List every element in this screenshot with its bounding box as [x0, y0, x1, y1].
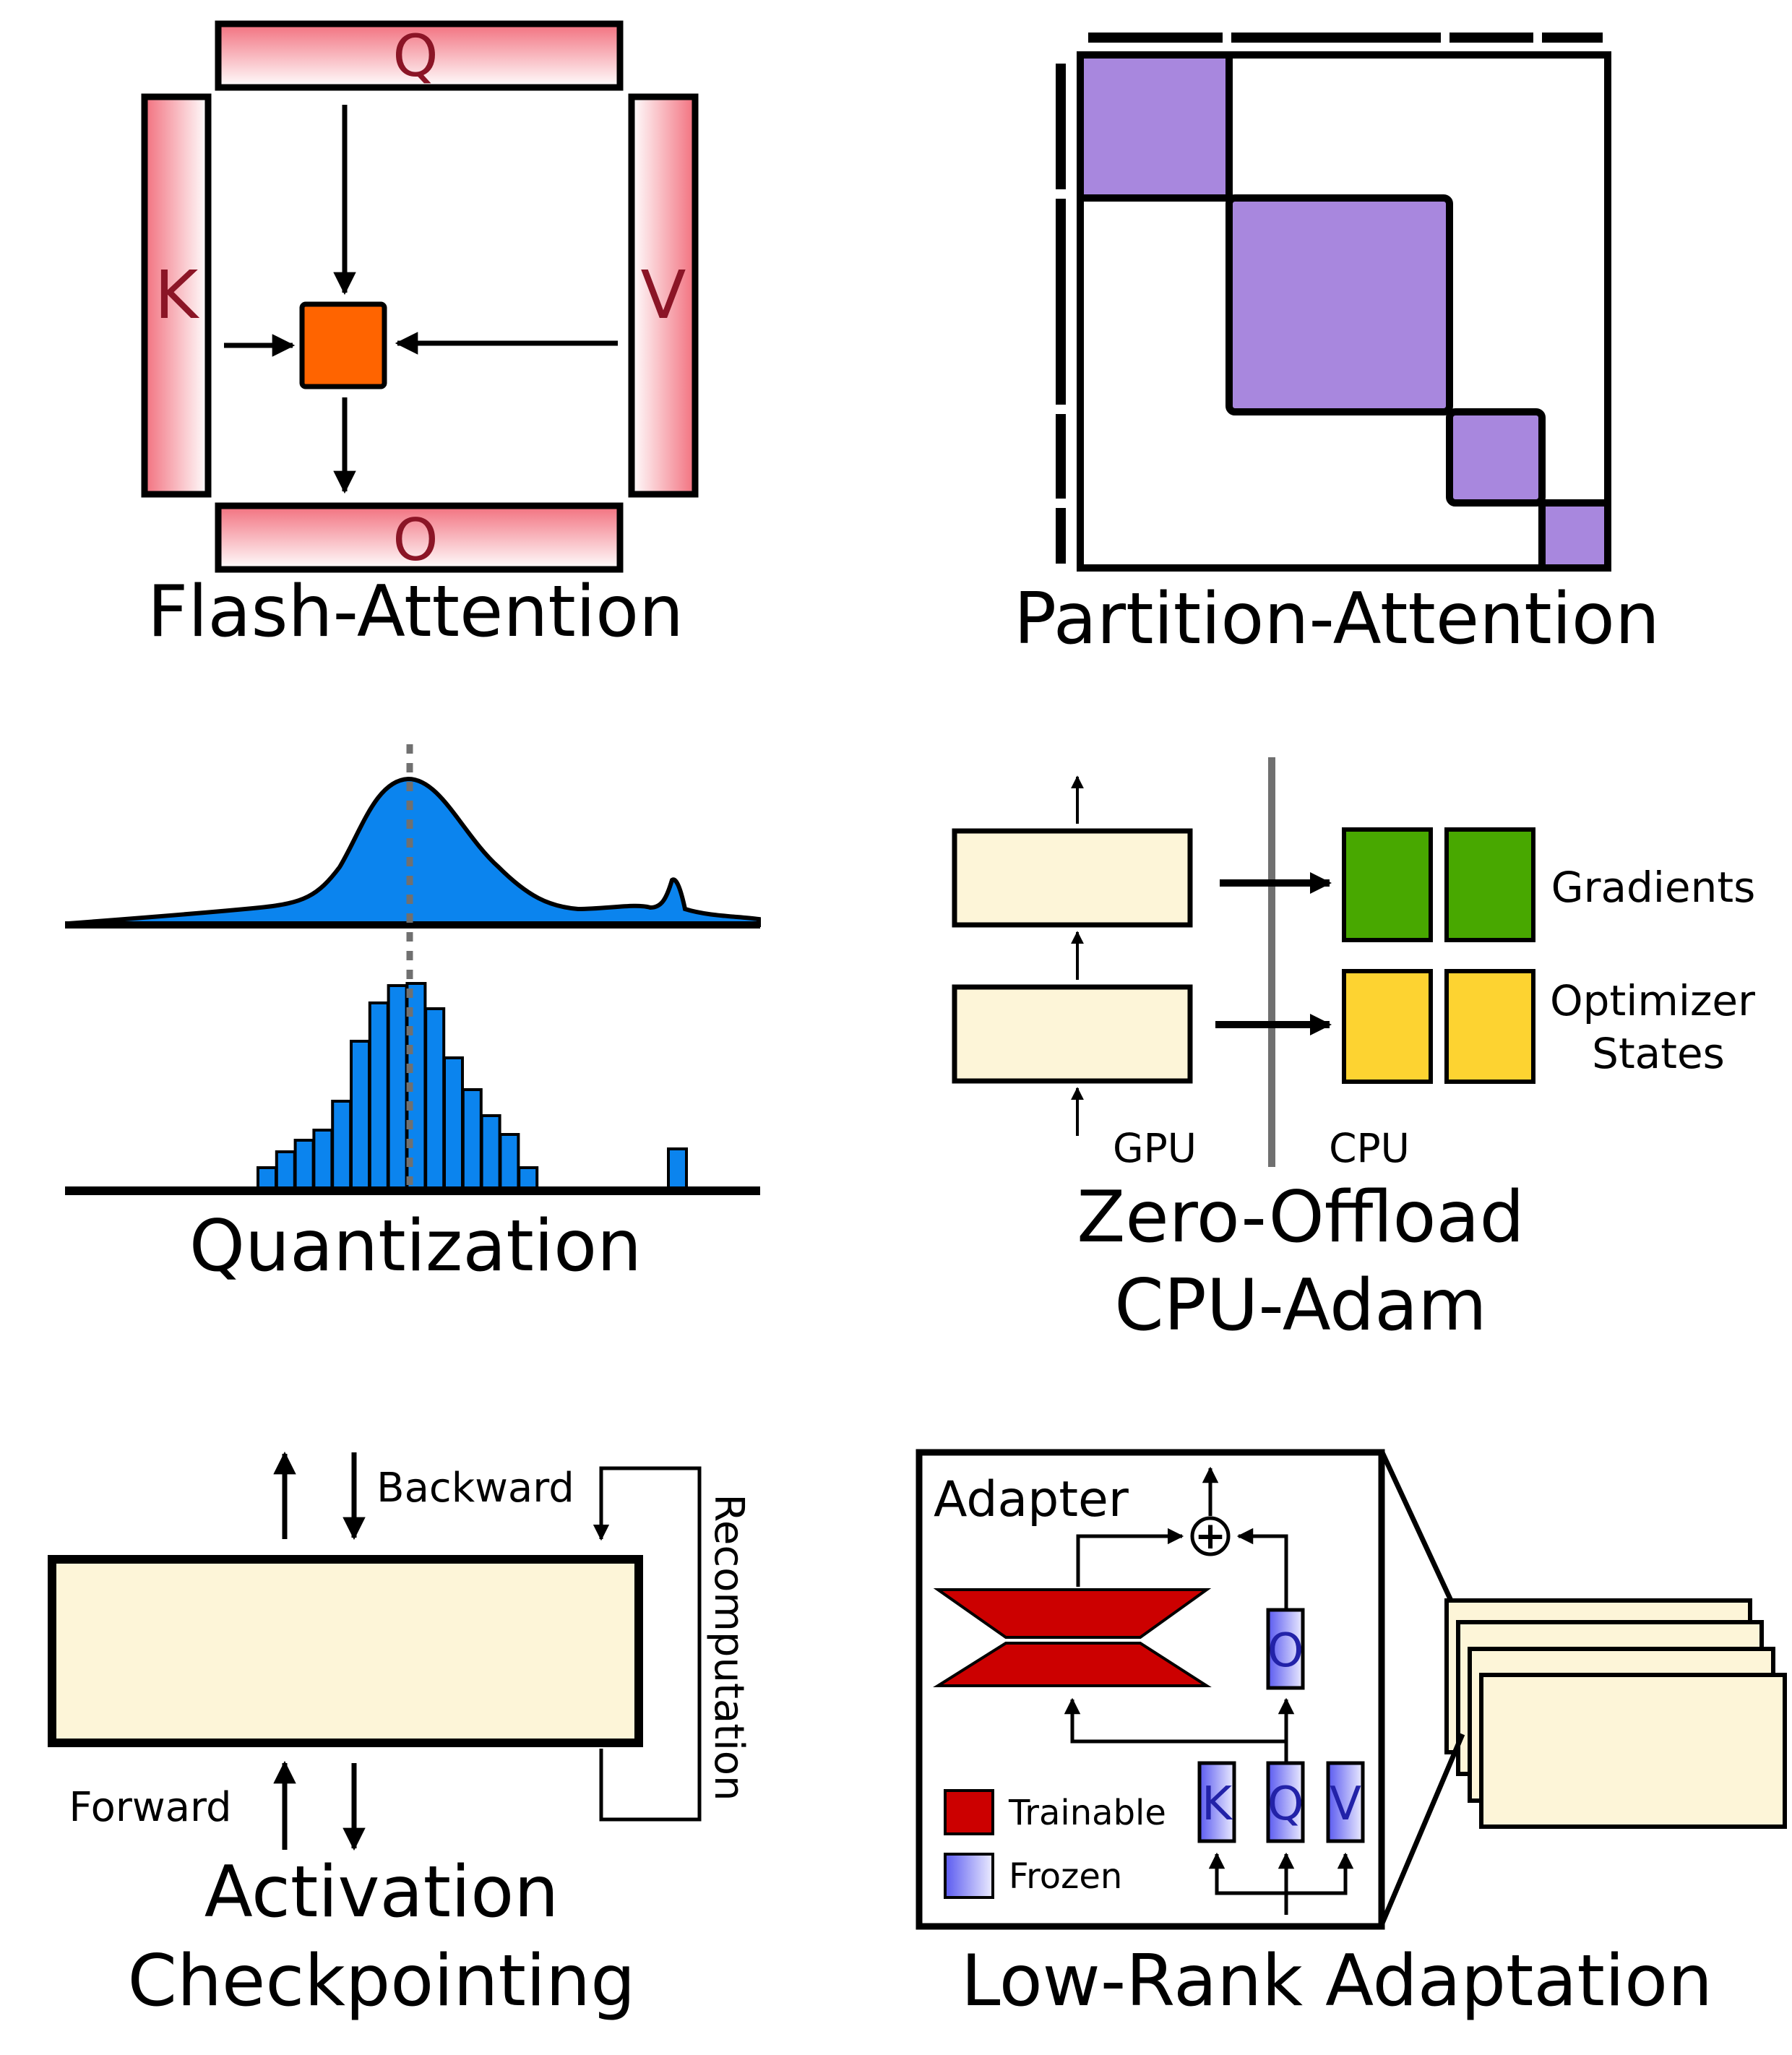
optimizer-label-line2: States	[1592, 1029, 1725, 1078]
k-bar	[141, 93, 212, 498]
low-rank-adaptation-panel: Adapter + O K Q V Trainable	[916, 1449, 1787, 2022]
o-to-add-arrow	[1236, 1528, 1288, 1608]
recomputation-label: Recomputation	[705, 1494, 752, 1801]
stacked-layer-4	[1479, 1673, 1787, 1829]
gpu-layer-bottom	[952, 984, 1193, 1084]
optimizer-block-2	[1444, 969, 1535, 1084]
q-label: Q	[393, 22, 439, 90]
k-label: K	[155, 257, 200, 334]
recomputation-loop	[593, 1466, 702, 1822]
activation-title-line1: Activation	[204, 1851, 559, 1934]
zero-offload-title-line1: Zero-Offload	[1077, 1176, 1525, 1259]
forward-label: Forward	[69, 1784, 231, 1831]
partition-block-4	[1538, 499, 1611, 572]
k-frozen-block	[1197, 1761, 1236, 1843]
q-frozen-label: Q	[1267, 1778, 1304, 1831]
zoom-line-top	[1379, 1449, 1454, 1602]
q-to-trainable-arrow	[1064, 1697, 1286, 1744]
backward-label: Backward	[376, 1465, 574, 1512]
optimizer-block-1	[1342, 969, 1433, 1084]
trainable-up-projection	[933, 1642, 1212, 1687]
adapter-label: Adapter	[934, 1471, 1129, 1528]
histogram-bar	[387, 984, 408, 1191]
checkpoint-layer	[48, 1555, 643, 1747]
trainable-to-add-arrow	[1076, 1528, 1184, 1587]
o-frozen-block	[1266, 1608, 1305, 1690]
partition-block-2	[1225, 194, 1453, 415]
histogram-bar	[480, 1114, 501, 1191]
histogram-bar	[461, 1088, 483, 1191]
histogram-bar	[424, 1007, 446, 1191]
v-frozen-block	[1326, 1761, 1365, 1843]
histogram-bar	[350, 1040, 371, 1191]
density-curve	[66, 776, 761, 927]
output-block	[299, 301, 387, 389]
gpu-layer-top	[952, 828, 1193, 928]
flash-attention-title: Flash-Attention	[147, 571, 684, 653]
trainable-legend-swatch	[944, 1789, 994, 1835]
activation-checkpointing-panel: Backward Recomputation Forward Activatio…	[48, 1451, 752, 2022]
flash-attention-panel: Q K V O Flash-Attention	[141, 20, 699, 653]
histogram-bar	[443, 1056, 464, 1191]
o-label: O	[393, 507, 439, 574]
histogram-bar	[293, 1139, 315, 1191]
quantization-panel: Quantization	[65, 744, 761, 1288]
partition-attention-title: Partition-Attention	[1014, 578, 1660, 660]
optimizer-label-line1: Optimizer	[1550, 976, 1755, 1025]
plus-symbol: +	[1194, 1515, 1226, 1558]
cpu-label: CPU	[1329, 1125, 1410, 1171]
histogram-bar	[275, 1150, 296, 1191]
low-rank-adaptation-title: Low-Rank Adaptation	[961, 1940, 1713, 2022]
add-operator	[1190, 1516, 1231, 1556]
histogram-outlier-bar	[667, 1147, 688, 1191]
gpu-label: GPU	[1113, 1125, 1197, 1171]
v-frozen-label: V	[1330, 1778, 1361, 1831]
trainable-down-projection	[933, 1588, 1212, 1639]
gradient-block-2	[1444, 827, 1535, 942]
partition-attention-panel: Partition-Attention	[1014, 33, 1660, 660]
partition-block-1	[1077, 51, 1233, 202]
gradients-label: Gradients	[1551, 863, 1756, 912]
o-frozen-label: O	[1267, 1624, 1304, 1678]
histogram	[257, 982, 688, 1191]
k-frozen-label: K	[1202, 1778, 1233, 1831]
histogram-bar	[257, 1166, 277, 1191]
zero-offload-title-line2: CPU-Adam	[1114, 1265, 1487, 1347]
activation-title-line2: Checkpointing	[128, 1940, 636, 2022]
zoom-line-bottom	[1379, 1733, 1465, 1926]
q-bar	[215, 20, 624, 91]
v-label: V	[641, 257, 686, 334]
histogram-bar	[368, 1001, 389, 1191]
zero-offload-panel: Gradients Optimizer States GPU CPU Zero-…	[952, 757, 1756, 1347]
partition-block-3	[1446, 408, 1546, 507]
v-bar	[628, 93, 699, 498]
o-bar	[215, 502, 624, 573]
frozen-legend-label: Frozen	[1009, 1856, 1122, 1897]
q-frozen-block	[1266, 1761, 1305, 1843]
quantization-title: Quantization	[189, 1205, 642, 1288]
trainable-legend-label: Trainable	[1008, 1793, 1166, 1833]
histogram-bar	[331, 1100, 353, 1191]
histogram-bar	[499, 1133, 520, 1191]
histogram-bar	[312, 1129, 334, 1191]
histogram-bar	[517, 1166, 539, 1191]
gradient-block-1	[1342, 827, 1433, 942]
frozen-legend-swatch	[944, 1853, 994, 1899]
